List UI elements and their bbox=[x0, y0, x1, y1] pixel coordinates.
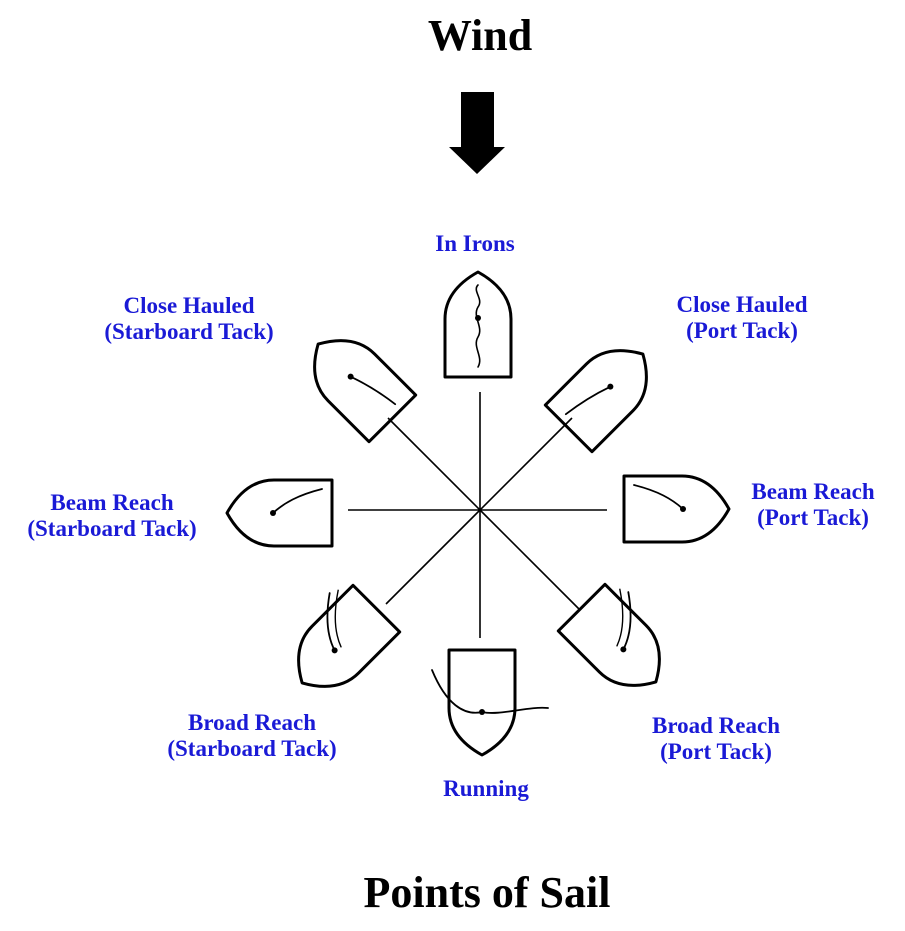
spoke-close-hauled-starboard bbox=[387, 417, 481, 511]
label-in-irons: In Irons bbox=[395, 231, 555, 257]
label-line: Close Hauled bbox=[123, 293, 255, 318]
sailboat-icon bbox=[431, 648, 549, 757]
sailboat-icon bbox=[297, 583, 402, 688]
label-broad-reach-port: Broad Reach (Port Tack) bbox=[626, 713, 806, 765]
label-line: (Port Tack) bbox=[686, 318, 798, 343]
label-close-hauled-port: Close Hauled (Port Tack) bbox=[652, 292, 832, 344]
arrow-down-icon bbox=[449, 92, 505, 174]
label-beam-reach-starboard: Beam Reach (Starboard Tack) bbox=[4, 490, 220, 542]
label-line: (Port Tack) bbox=[660, 739, 772, 764]
label-line: (Starboard Tack) bbox=[104, 319, 274, 344]
label-line: Running bbox=[443, 776, 529, 801]
label-close-hauled-starboard: Close Hauled (Starboard Tack) bbox=[84, 293, 294, 345]
label-line: (Port Tack) bbox=[757, 505, 869, 530]
label-line: Beam Reach bbox=[50, 490, 174, 515]
label-line: In Irons bbox=[435, 231, 515, 256]
label-line: Broad Reach bbox=[652, 713, 780, 738]
label-line: (Starboard Tack) bbox=[167, 736, 337, 761]
label-running: Running bbox=[406, 776, 566, 802]
spoke-broad-reach-port bbox=[479, 509, 581, 611]
sailboat-icon bbox=[556, 582, 661, 687]
sailboat-icon bbox=[443, 270, 513, 379]
label-broad-reach-starboard: Broad Reach (Starboard Tack) bbox=[144, 710, 360, 762]
wind-title: Wind bbox=[427, 11, 533, 60]
compass-spokes bbox=[348, 392, 607, 638]
label-line: Close Hauled bbox=[676, 292, 808, 317]
sailboat-icon bbox=[543, 349, 648, 454]
label-beam-reach-port: Beam Reach (Port Tack) bbox=[730, 479, 896, 531]
sailboat-icon bbox=[622, 474, 731, 544]
diagram-title: Points of Sail bbox=[363, 868, 611, 917]
spoke-broad-reach-starboard bbox=[385, 509, 481, 605]
sailboat-icon bbox=[313, 339, 418, 444]
spoke-close-hauled-port bbox=[479, 417, 573, 511]
label-line: (Starboard Tack) bbox=[27, 516, 197, 541]
sailboat-icon bbox=[225, 478, 334, 548]
label-line: Beam Reach bbox=[751, 479, 875, 504]
label-line: Broad Reach bbox=[188, 710, 316, 735]
